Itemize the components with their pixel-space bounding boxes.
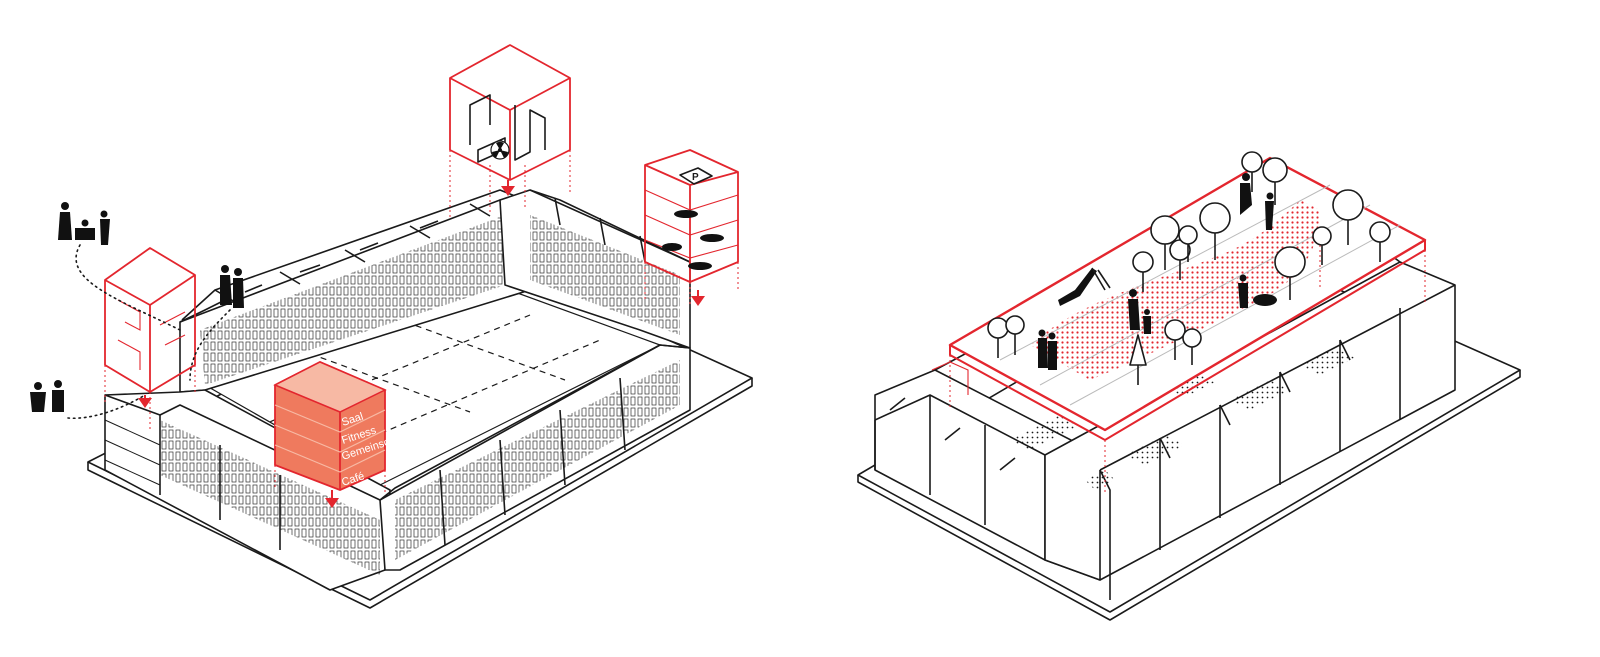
left-block-diagram: P Saal Fitness Gemeinschaft Café [30, 44, 753, 609]
person-icon [30, 380, 64, 412]
person-icon [58, 202, 110, 245]
housing-box [104, 247, 196, 430]
courtyard-grid [249, 314, 601, 456]
people-group-top [58, 202, 181, 331]
people-group-children [30, 380, 146, 420]
roof-hatch-6 [1085, 470, 1115, 490]
roof-hatch-1 [1010, 415, 1080, 450]
housing-box-arrow [138, 398, 152, 408]
energy-box [449, 44, 571, 220]
building-row-back-right [499, 189, 691, 349]
roof-hatch-4 [1300, 348, 1355, 375]
roof-hatch-2 [1125, 435, 1185, 465]
slide-icon [1058, 267, 1111, 306]
person-icon [220, 265, 244, 308]
park-dotted-path [1030, 200, 1320, 380]
right-block-diagram [857, 151, 1521, 621]
building-row-front-right [379, 344, 691, 571]
person-icon [1038, 173, 1277, 370]
parking-icon: P [679, 167, 713, 185]
parking-sign-text: P [692, 172, 699, 183]
people-group-elderly [189, 265, 244, 381]
energy-box-arrow [501, 186, 515, 196]
parking-box-arrow [691, 296, 705, 306]
parking-box: P [644, 149, 739, 306]
car-icon [662, 210, 724, 270]
roof-park-platform [931, 156, 1427, 495]
roof-hatch-3 [1230, 380, 1290, 410]
radiation-icon [490, 140, 510, 160]
tree-icon [987, 151, 1391, 385]
function-stack-box: Saal Fitness Gemeinschaft Café [273, 361, 408, 508]
building-row-front-left [104, 389, 391, 591]
function-stack-arrow [325, 498, 339, 508]
